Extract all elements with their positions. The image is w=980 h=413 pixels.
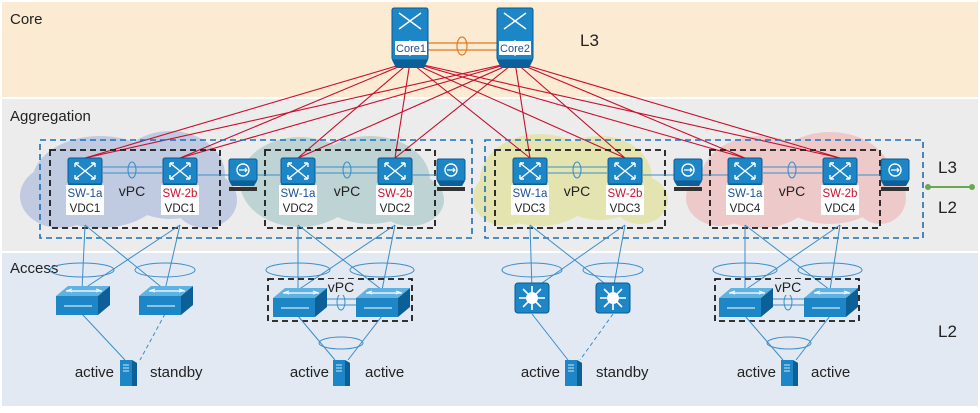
core2-label-bg (499, 41, 531, 55)
vpc-label: vPC (119, 183, 145, 199)
server-icon (332, 359, 351, 387)
sw2b-label: SW-2b (378, 188, 413, 200)
access-switch-icon (803, 287, 859, 318)
sw1a-label: SW-1a (68, 188, 104, 200)
vdc-label: VDC1 (70, 203, 101, 215)
vdc-label: VDC2 (283, 203, 314, 215)
core-peer-link (428, 36, 497, 56)
server-icon (119, 359, 138, 387)
agg-block-right (484, 139, 924, 239)
access-switch-icon (718, 287, 774, 318)
l3-l2-boundary (925, 184, 975, 190)
core1-label: Core1 (396, 43, 426, 55)
agg-block-left (39, 139, 473, 239)
agg-l2-label: L2 (938, 198, 957, 217)
server-state-left: active (521, 364, 560, 381)
core1-label-bg (395, 41, 427, 55)
vpc-label: vPC (334, 183, 360, 199)
vdc-label: VDC1 (165, 203, 196, 215)
vdc-label: VDC4 (825, 203, 856, 215)
server-state-labels: active standby active active active stan… (75, 364, 850, 381)
agg-l3-label: L3 (938, 158, 957, 177)
access-vpc-label-bg (773, 279, 803, 295)
sw2b-label: SW-2b (608, 188, 643, 200)
server-icon (780, 359, 799, 387)
aggregation-layer-title: Aggregation (10, 108, 91, 125)
vpc-label: vPC (779, 183, 805, 199)
vdc-label: VDC3 (515, 203, 546, 215)
vdc-pair-boxes (49, 149, 881, 229)
sw2b-label: SW-2b (823, 188, 858, 200)
access-server-links (81, 313, 831, 361)
access-vpc-label: vPC (328, 279, 354, 295)
core-layer-title: Core (10, 11, 43, 28)
server-state-right: active (811, 364, 850, 381)
server-state-left: active (75, 364, 114, 381)
agg-vpc-labels: vPC vPC vPC vPC (119, 183, 805, 199)
vdc-label: VDC4 (730, 203, 761, 215)
core1-switch (391, 7, 429, 69)
access-vpc-label: vPC (775, 279, 801, 295)
server-state-left: active (737, 364, 776, 381)
sw1a-label: SW-1a (281, 188, 317, 200)
access-switch-icon (355, 287, 411, 318)
core-l3-label: L3 (580, 31, 599, 50)
sw2b-label: SW-2b (163, 188, 198, 200)
core2-label: Core2 (500, 43, 530, 55)
access-l2-label: L2 (938, 322, 957, 341)
access-switch-icon (272, 287, 328, 318)
sw1a-label: SW-1a (513, 188, 549, 200)
l3-switch-icon (595, 282, 631, 314)
core-uplinks (84, 61, 841, 159)
server-state-right: active (365, 364, 404, 381)
sw1a-label: SW-1a (728, 188, 764, 200)
l3-switch-icon (514, 282, 550, 314)
access-layer-title: Access (10, 260, 58, 277)
access-switch-icon (55, 285, 111, 316)
vpc-label: vPC (564, 183, 590, 199)
agg-switch-labels: SW-1a VDC1 SW-2b VDC1 SW-1a VDC2 SW-2b V… (66, 185, 859, 215)
access-switch-icon (138, 285, 194, 316)
server-state-left: active (290, 364, 329, 381)
vdc-label: VDC2 (380, 203, 411, 215)
server-state-right: standby (596, 364, 649, 381)
agg-peer-links (103, 161, 822, 179)
vdc-label: VDC3 (610, 203, 641, 215)
server-icon (564, 359, 583, 387)
core2-switch (496, 7, 534, 69)
access-vpc-label-bg (326, 279, 356, 295)
server-state-right: standby (150, 364, 203, 381)
